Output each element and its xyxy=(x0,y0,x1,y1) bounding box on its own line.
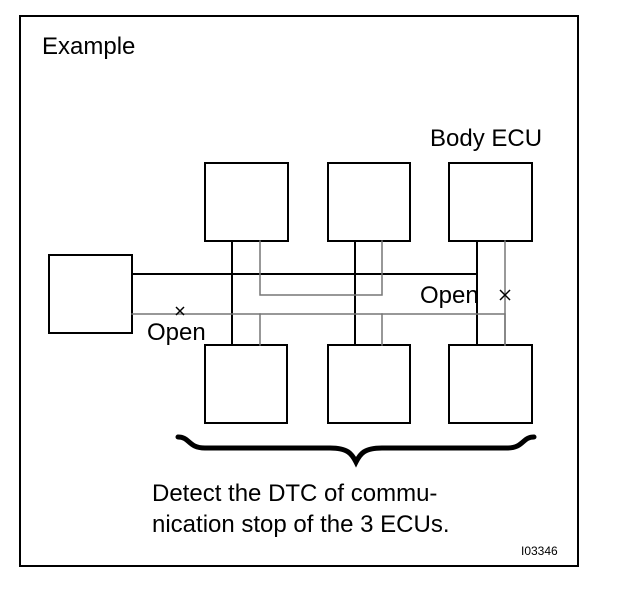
figure-frame xyxy=(19,15,579,567)
diagram-caption: Detect the DTC of commu- nication stop o… xyxy=(152,478,512,540)
open-label-left: Open xyxy=(147,319,206,346)
open-mark-right xyxy=(499,289,511,301)
ecu-box-left xyxy=(48,254,133,334)
ecu-box-bottom-2 xyxy=(327,344,411,424)
bus-wires xyxy=(131,240,506,346)
ecu-box-bottom-1 xyxy=(204,344,288,424)
ecu-box-bottom-3 xyxy=(448,344,533,424)
body-ecu-label: Body ECU xyxy=(430,125,543,152)
ecu-box-top-2 xyxy=(327,162,411,242)
figure-id: I03346 xyxy=(521,544,558,558)
ecu-box-body-ecu xyxy=(448,162,533,242)
open-mark-left xyxy=(175,306,185,316)
group-brace xyxy=(175,434,537,468)
ecu-box-top-1 xyxy=(204,162,289,242)
diagram-title: Example xyxy=(42,33,136,60)
open-label-right: Open xyxy=(420,282,479,309)
caption-line-1: Detect the DTC of commu- xyxy=(152,480,438,507)
caption-line-2: nication stop of the 3 ECUs. xyxy=(152,511,450,538)
